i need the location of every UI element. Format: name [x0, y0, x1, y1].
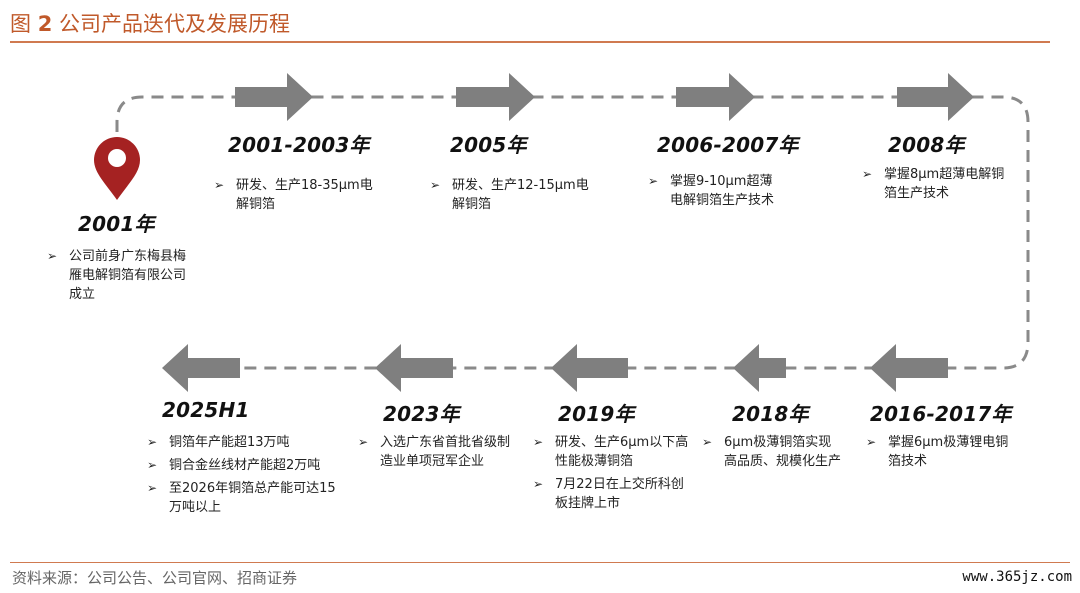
- list-item-text: 6μm极薄铜箔实现高品质、规模化生产: [724, 435, 842, 469]
- milestone-desc: ➢ 铜箔年产能超13万吨 ➢ 铜合金丝线材产能超2万吨 ➢ 至2026年铜箔总产能可达…: [147, 433, 342, 521]
- arrow-right-2: [456, 73, 535, 121]
- list-item-text: 7月22日在上交所科创板挂牌上市: [555, 477, 684, 511]
- bullet-arrow-icon: ➢: [147, 458, 158, 472]
- list-item: ➢ 研发、生产12-15μm电解铜箔: [430, 176, 600, 214]
- milestone-desc: ➢ 掌握9-10μm超薄电解铜箔生产技术: [648, 172, 780, 214]
- list-item: ➢ 至2026年铜箔总产能可达15万吨以上: [147, 479, 342, 517]
- list-item-text: 研发、生产12-15μm电解铜箔: [452, 178, 589, 212]
- milestone-desc: ➢ 公司前身广东梅县梅雁电解铜箔有限公司成立: [47, 247, 195, 308]
- source-note: 资料来源：公司公告、公司官网、招商证券: [12, 569, 298, 587]
- arrow-right-4: [897, 73, 974, 121]
- list-item: ➢ 铜箔年产能超13万吨: [147, 433, 342, 452]
- list-item-text: 至2026年铜箔总产能可达15万吨以上: [169, 481, 336, 515]
- list-item: ➢ 掌握8μm超薄电解铜箔生产技术: [862, 165, 1014, 203]
- figure-title-text: 公司产品迭代及发展历程: [59, 12, 290, 36]
- list-item: ➢ 掌握9-10μm超薄电解铜箔生产技术: [648, 172, 780, 210]
- milestone-desc: ➢ 掌握8μm超薄电解铜箔生产技术: [862, 165, 1014, 207]
- list-item-text: 掌握8μm超薄电解铜箔生产技术: [884, 167, 1005, 201]
- milestone-year: 2018年: [732, 402, 809, 426]
- bullet-arrow-icon: ➢: [430, 178, 441, 192]
- bullet-arrow-icon: ➢: [866, 435, 877, 449]
- source-divider: [10, 562, 1070, 563]
- arrow-left-2: [733, 344, 786, 392]
- bullet-arrow-icon: ➢: [147, 481, 158, 495]
- milestone-year: 2005年: [450, 133, 527, 157]
- milestone-desc: ➢ 6μm极薄铜箔实现高品质、规模化生产: [702, 433, 844, 475]
- arrow-right-1: [235, 73, 313, 121]
- milestone-desc: ➢ 研发、生产6μm以下高性能极薄铜箔 ➢ 7月22日在上交所科创板挂牌上市: [533, 433, 689, 517]
- arrow-right-3: [676, 73, 755, 121]
- list-item-text: 研发、生产6μm以下高性能极薄铜箔: [555, 435, 689, 469]
- milestone-year: 2016-2017年: [870, 402, 1012, 426]
- list-item-text: 研发、生产18-35μm电解铜箔: [236, 178, 373, 212]
- bullet-arrow-icon: ➢: [358, 435, 369, 449]
- list-item-text: 入选广东省首批省级制造业单项冠军企业: [380, 435, 511, 469]
- watermark: www.365jz.com: [962, 569, 1072, 585]
- bullet-arrow-icon: ➢: [533, 477, 544, 491]
- milestone-year: 2001年: [78, 212, 155, 236]
- milestone-desc: ➢ 掌握6μm极薄锂电铜箔技术: [866, 433, 1016, 475]
- list-item: ➢ 入选广东省首批省级制造业单项冠军企业: [358, 433, 514, 471]
- list-item: ➢ 掌握6μm极薄锂电铜箔技术: [866, 433, 1016, 471]
- list-item: ➢ 6μm极薄铜箔实现高品质、规模化生产: [702, 433, 844, 471]
- location-pin-icon: [94, 137, 140, 200]
- list-item-text: 掌握6μm极薄锂电铜箔技术: [888, 435, 1009, 469]
- milestone-year: 2006-2007年: [657, 133, 799, 157]
- figure-title-number: 2: [37, 12, 53, 36]
- list-item: ➢ 7月22日在上交所科创板挂牌上市: [533, 475, 689, 513]
- figure-title: 图 2 公司产品迭代及发展历程: [10, 8, 290, 38]
- bullet-arrow-icon: ➢: [533, 435, 544, 449]
- milestone-year: 2025H1: [162, 398, 250, 422]
- bullet-arrow-icon: ➢: [648, 174, 659, 188]
- arrow-left-4: [375, 344, 453, 392]
- milestone-desc: ➢ 入选广东省首批省级制造业单项冠军企业: [358, 433, 514, 475]
- milestone-year: 2019年: [558, 402, 635, 426]
- bullet-arrow-icon: ➢: [47, 249, 58, 263]
- milestone-desc: ➢ 研发、生产12-15μm电解铜箔: [430, 176, 600, 218]
- figure-title-prefix: 图: [10, 12, 31, 36]
- arrow-left-5: [162, 344, 240, 392]
- milestone-desc: ➢ 研发、生产18-35μm电解铜箔: [214, 176, 384, 218]
- dashed-route: [115, 95, 1030, 370]
- milestone-year: 2023年: [383, 402, 460, 426]
- list-item: ➢ 研发、生产18-35μm电解铜箔: [214, 176, 384, 214]
- list-item: ➢ 公司前身广东梅县梅雁电解铜箔有限公司成立: [47, 247, 195, 304]
- list-item-text: 铜合金丝线材产能超2万吨: [169, 458, 321, 473]
- arrow-left-1: [870, 344, 948, 392]
- list-item: ➢ 研发、生产6μm以下高性能极薄铜箔: [533, 433, 689, 471]
- bullet-arrow-icon: ➢: [147, 435, 158, 449]
- title-divider: [10, 41, 1050, 43]
- bullet-arrow-icon: ➢: [702, 435, 713, 449]
- bullet-arrow-icon: ➢: [214, 178, 225, 192]
- list-item-text: 公司前身广东梅县梅雁电解铜箔有限公司成立: [69, 249, 187, 302]
- list-item-text: 铜箔年产能超13万吨: [169, 435, 290, 450]
- milestone-year: 2001-2003年: [228, 133, 370, 157]
- list-item: ➢ 铜合金丝线材产能超2万吨: [147, 456, 342, 475]
- list-item-text: 掌握9-10μm超薄电解铜箔生产技术: [670, 174, 775, 208]
- arrow-left-3: [551, 344, 628, 392]
- milestone-year: 2008年: [888, 133, 965, 157]
- bullet-arrow-icon: ➢: [862, 167, 873, 181]
